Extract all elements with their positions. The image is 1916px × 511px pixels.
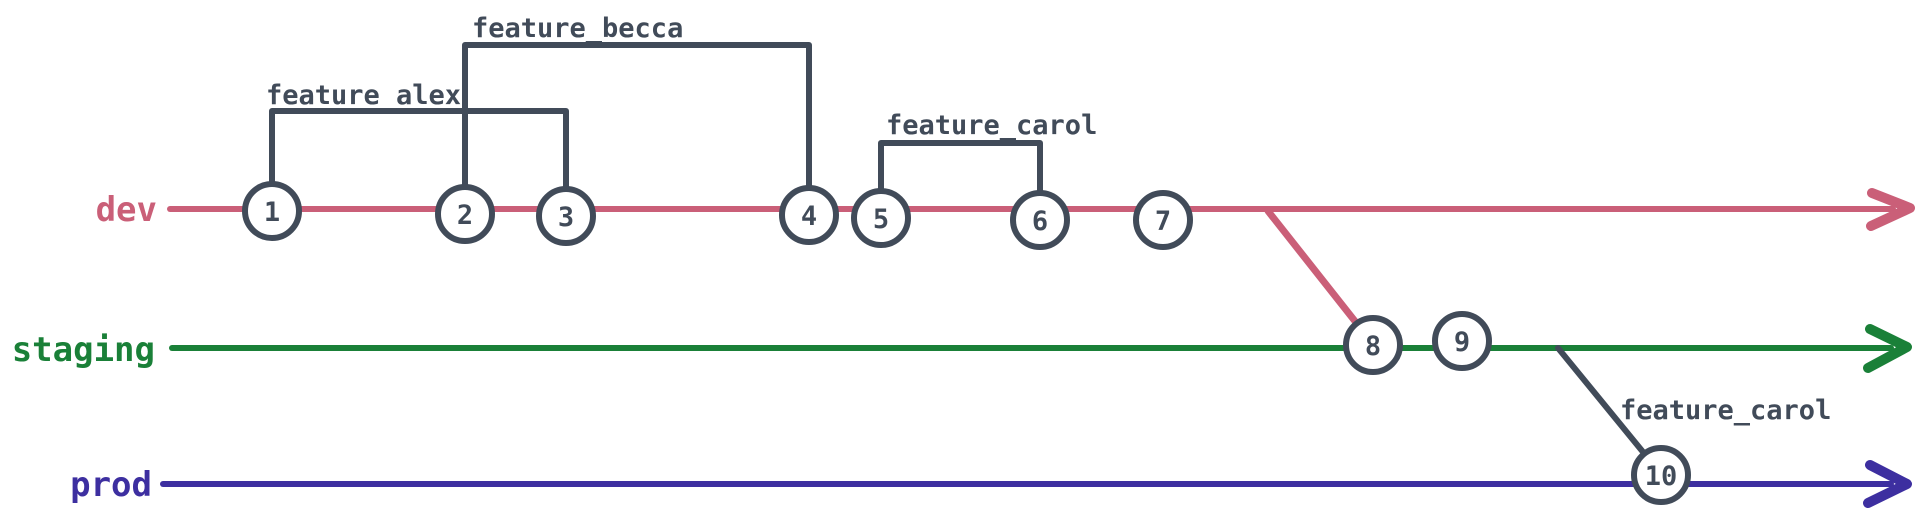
prod-branch: prod: [70, 460, 1912, 508]
commit-nodes: 1 2 3 4 5 6 7 8: [242, 181, 1691, 505]
staging-branch-label: staging: [12, 330, 155, 370]
commit-circle-2: [435, 184, 495, 244]
commit-circle-6: [1010, 190, 1070, 250]
commit-circle-1: [242, 181, 302, 241]
feature-becca-bracket: [462, 42, 812, 192]
commit-node-3: 3: [536, 186, 596, 246]
dev-arrowhead-icon: [1866, 188, 1915, 231]
commit-circle-8: [1343, 315, 1403, 375]
commit-node-9: 9: [1432, 311, 1492, 371]
feature-alex-label: feature_alex: [266, 80, 461, 111]
dev-branch-label: dev: [96, 190, 157, 230]
prod-branch-label: prod: [70, 465, 152, 505]
feature-carol-label: feature_carol: [886, 110, 1097, 141]
commit-circle-3: [536, 186, 596, 246]
prod-arrowhead-icon: [1863, 460, 1912, 508]
feature-carol-bracket: [878, 140, 1043, 197]
commit-number-1: 1: [264, 197, 280, 228]
commit-node-4: 4: [779, 185, 839, 245]
dev-branch: dev: [96, 188, 1915, 348]
commit-number-2: 2: [457, 200, 473, 231]
commit-circle-4: [779, 185, 839, 245]
commit-node-7: 7: [1133, 190, 1193, 250]
feature-carol-merge-label: feature_carol: [1620, 395, 1831, 426]
commit-number-3: 3: [558, 202, 574, 233]
commit-number-8: 8: [1365, 331, 1381, 362]
commit-number-5: 5: [873, 204, 889, 235]
staging-arrowhead-icon: [1863, 324, 1912, 373]
feature-branches: feature_alex feature_becca feature_carol…: [266, 13, 1831, 426]
commit-circle-5: [851, 188, 911, 248]
commit-number-6: 6: [1032, 206, 1048, 237]
commit-number-10: 10: [1645, 461, 1678, 492]
commit-node-8: 8: [1343, 315, 1403, 375]
commit-node-1: 1: [242, 181, 302, 241]
commit-node-6: 6: [1010, 190, 1070, 250]
feature-alex-bracket: [269, 108, 569, 193]
commit-number-4: 4: [801, 201, 817, 232]
commit-number-7: 7: [1155, 206, 1171, 237]
staging-branch: staging: [12, 324, 1912, 477]
commit-node-2: 2: [435, 184, 495, 244]
commit-circle-9: [1432, 311, 1492, 371]
commit-node-10: 10: [1631, 445, 1691, 505]
commit-node-5: 5: [851, 188, 911, 248]
commit-number-9: 9: [1454, 327, 1470, 358]
commit-circle-10: [1631, 445, 1691, 505]
feature-becca-label: feature_becca: [472, 13, 683, 44]
commit-circle-7: [1133, 190, 1193, 250]
